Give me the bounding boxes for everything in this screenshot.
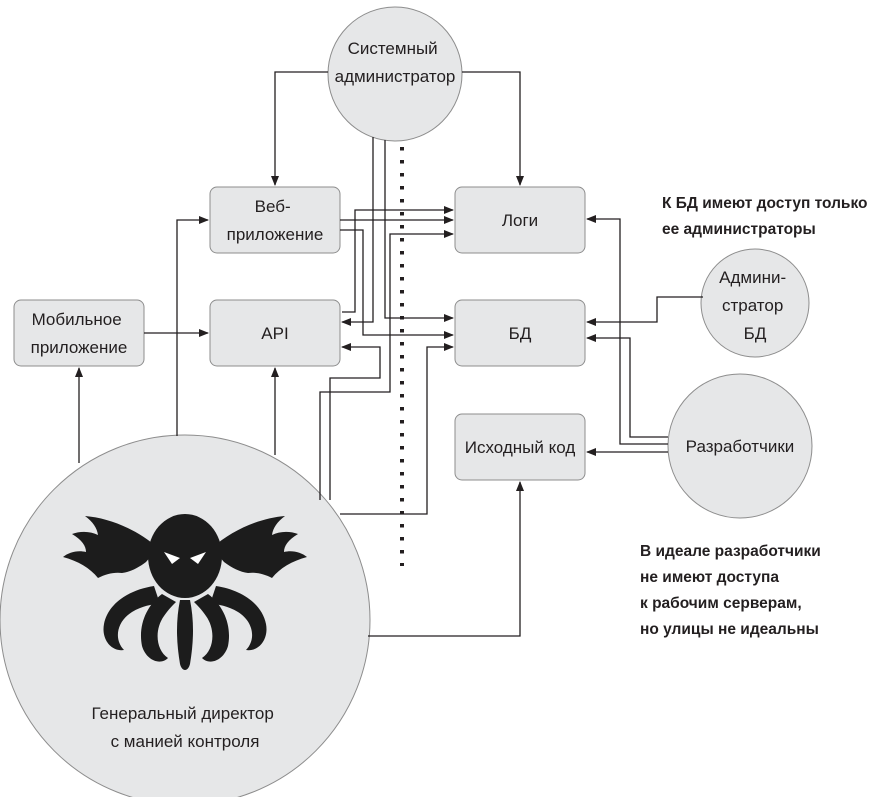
edge-sysadmin-api bbox=[341, 137, 374, 326]
db-box bbox=[454, 299, 586, 367]
source-code-box bbox=[454, 413, 586, 481]
logs-label: Логи bbox=[502, 211, 538, 230]
mobile-label: Мобильное приложение bbox=[31, 310, 128, 357]
edge-ceo-logs bbox=[319, 230, 454, 500]
edge-ceo-source-code bbox=[368, 481, 524, 637]
edge-ceo-api-return bbox=[329, 343, 381, 500]
db-admin-circle bbox=[700, 248, 810, 358]
developers-label: Разработчики bbox=[686, 437, 795, 456]
db-admin-label: Админи- стратор БД bbox=[719, 268, 791, 343]
edge-ceo-webapp bbox=[176, 216, 209, 436]
api-label: API bbox=[261, 324, 288, 343]
edge-api-logs bbox=[342, 206, 454, 313]
developers-access-note: В идеале разработчики не имеют доступа к… bbox=[640, 543, 825, 638]
edge-developers-logs bbox=[586, 215, 668, 445]
edge-dbadmin-db bbox=[586, 296, 703, 326]
logs-box bbox=[454, 186, 586, 254]
edge-developers-db bbox=[586, 334, 668, 438]
webapp-label: Веб- приложение bbox=[227, 197, 324, 244]
edge-sysadmin-webapp bbox=[271, 71, 328, 186]
db-access-note: К БД имеют доступ только ее администрато… bbox=[662, 195, 872, 238]
developers-circle bbox=[667, 373, 813, 519]
sysadmin-circle bbox=[327, 6, 463, 142]
edge-webapp-db bbox=[340, 229, 454, 339]
db-label: БД bbox=[509, 324, 532, 343]
ceo-label: Генеральный директор с манией контроля bbox=[91, 704, 278, 751]
winged-octopus-icon bbox=[63, 514, 307, 670]
edge-ceo-db bbox=[340, 343, 454, 515]
edge-sysadmin-db bbox=[384, 140, 454, 322]
sysadmin-label: Системный администратор bbox=[335, 39, 456, 86]
api-box bbox=[209, 299, 341, 367]
edge-sysadmin-logs bbox=[462, 71, 524, 186]
source-code-label: Исходный код bbox=[465, 438, 576, 457]
